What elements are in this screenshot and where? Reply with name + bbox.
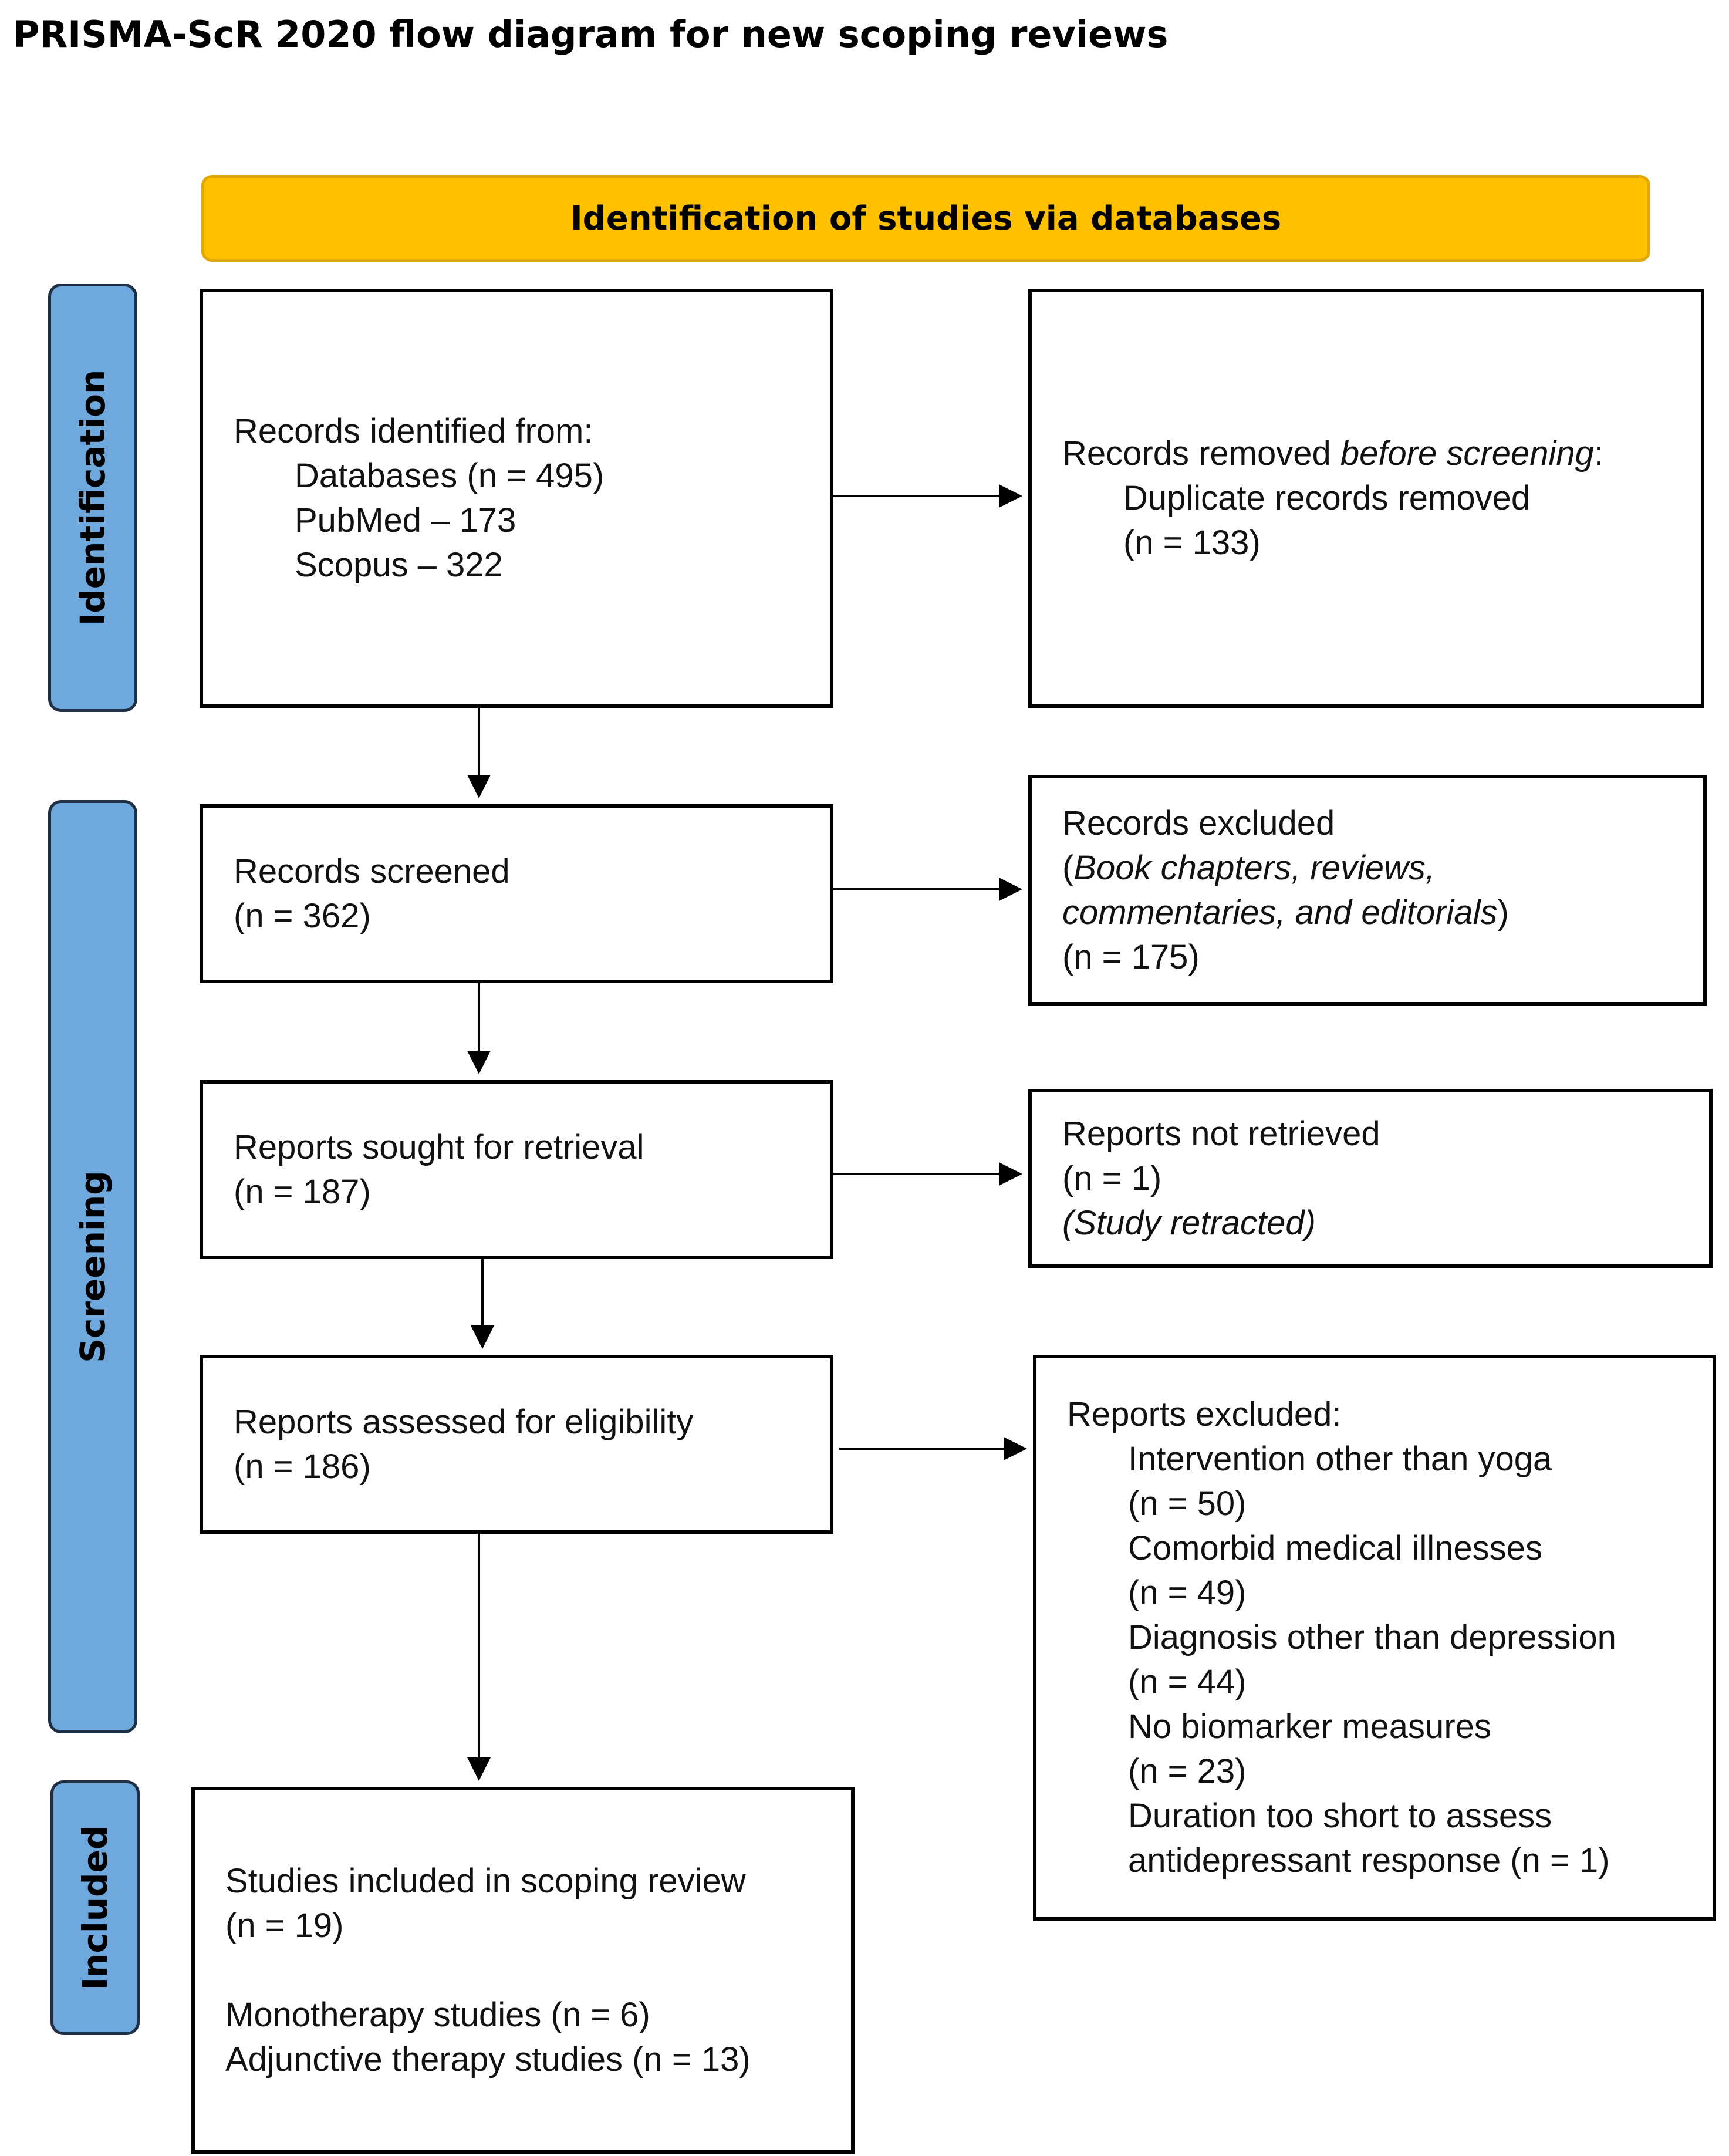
records-excluded-count: (n = 175) <box>1062 937 1200 976</box>
records-identified-box: Records identified from: Databases (n = … <box>200 289 833 708</box>
reports-sought-box: Reports sought for retrieval (n = 187) <box>200 1080 833 1259</box>
monotherapy-count: Monotherapy studies (n = 6) <box>225 1995 650 2034</box>
reports-assessed-box: Reports assessed for eligibility (n = 18… <box>200 1355 833 1534</box>
exclusion-reason: antidepressant response (n = 1) <box>1128 1841 1610 1880</box>
records-excluded-reason-1: (Book chapters, reviews, <box>1062 846 1691 890</box>
phase-screening: Screening <box>48 800 137 1733</box>
reports-sought-count: (n = 187) <box>234 1172 371 1211</box>
studies-included-heading: Studies included in scoping review <box>225 1861 746 1900</box>
exclusion-count: (n = 49) <box>1128 1574 1247 1612</box>
page-title: PRISMA-ScR 2020 flow diagram for new sco… <box>13 13 1169 56</box>
reports-not-retrieved-box: Reports not retrieved (n = 1) (Study ret… <box>1028 1089 1713 1268</box>
duplicate-records-count: (n = 133) <box>1123 524 1261 562</box>
paren-open: ( <box>1062 848 1074 887</box>
pubmed-count: PubMed – 173 <box>295 501 516 539</box>
exclusion-reason: Duration too short to assess <box>1128 1797 1552 1835</box>
records-screened-box: Records screened (n = 362) <box>200 804 833 983</box>
reports-assessed-heading: Reports assessed for eligibility <box>234 1402 694 1441</box>
phase-identification: Identification <box>48 284 137 712</box>
reason-line-2: commentaries, and editorials <box>1062 893 1498 932</box>
exclusion-reason: Intervention other than yoga <box>1128 1440 1552 1478</box>
records-removed-colon: : <box>1593 434 1604 473</box>
paren-close: ) <box>1497 893 1509 932</box>
exclusion-reason: Comorbid medical illnesses <box>1128 1529 1542 1567</box>
exclusion-reason: No biomarker measures <box>1128 1708 1491 1746</box>
reason-line-1: Book chapters, reviews, <box>1073 848 1436 887</box>
identification-banner: Identification of studies via databases <box>201 175 1650 262</box>
reports-sought-heading: Reports sought for retrieval <box>234 1128 644 1166</box>
records-removed-box: Records removed before screening: Duplic… <box>1028 289 1704 708</box>
records-identified-heading: Records identified from: <box>234 412 593 450</box>
reports-assessed-count: (n = 186) <box>234 1447 371 1486</box>
reports-not-retrieved-heading: Reports not retrieved <box>1062 1114 1380 1153</box>
records-screened-heading: Records screened <box>234 852 510 890</box>
records-removed-prefix: Records removed <box>1062 434 1340 473</box>
reports-excluded-box: Reports excluded: Intervention other tha… <box>1033 1355 1716 1921</box>
exclusion-count: (n = 50) <box>1128 1484 1247 1523</box>
exclusion-reason: Diagnosis other than depression <box>1128 1618 1616 1656</box>
study-retracted-text: (Study retracted) <box>1062 1203 1316 1242</box>
studies-included-count: (n = 19) <box>225 1906 344 1945</box>
duplicate-records-label: Duplicate records removed <box>1123 479 1531 517</box>
before-screening-text: before screening <box>1340 434 1594 473</box>
adjunctive-count: Adjunctive therapy studies (n = 13) <box>225 2040 751 2079</box>
databases-count: Databases (n = 495) <box>295 457 605 495</box>
records-excluded-heading: Records excluded <box>1062 804 1335 842</box>
exclusion-count: (n = 44) <box>1128 1663 1247 1701</box>
banner-label: Identification of studies via databases <box>570 199 1282 238</box>
scopus-count: Scopus – 322 <box>295 546 503 584</box>
records-removed-heading: Records removed before screening: <box>1062 431 1689 476</box>
reports-not-retrieved-count: (n = 1) <box>1062 1159 1162 1197</box>
records-excluded-reason-2: commentaries, and editorials) <box>1062 890 1691 935</box>
exclusion-count: (n = 23) <box>1128 1752 1247 1790</box>
records-screened-count: (n = 362) <box>234 896 371 935</box>
reports-not-retrieved-reason: (Study retracted) <box>1062 1201 1697 1246</box>
studies-included-box: Studies included in scoping review (n = … <box>191 1787 855 2154</box>
reports-excluded-heading: Reports excluded: <box>1067 1395 1342 1433</box>
records-excluded-box: Records excluded (Book chapters, reviews… <box>1028 775 1707 1006</box>
phase-included: Included <box>50 1780 140 2035</box>
